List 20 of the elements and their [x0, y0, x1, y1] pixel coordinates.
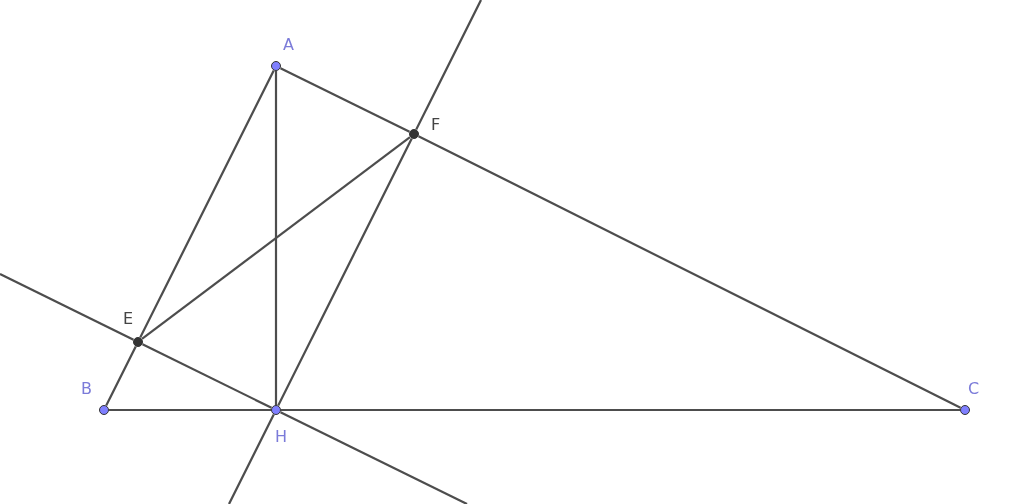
point-label: E — [123, 311, 134, 327]
line-segment — [417, 135, 962, 409]
point-label: B — [81, 381, 92, 397]
line-segment — [277, 137, 413, 407]
line-segment — [274, 71, 278, 405]
line-segment — [139, 69, 275, 339]
line-segment — [141, 136, 411, 340]
line-segment — [281, 408, 960, 412]
line-segment — [142, 343, 272, 409]
line-segment — [109, 408, 271, 412]
line-segment — [0, 273, 134, 341]
point-label: F — [431, 117, 441, 133]
line-segment — [280, 411, 468, 504]
line-segment — [415, 0, 482, 131]
line-segment — [280, 67, 410, 133]
point-label: H — [275, 429, 288, 445]
line-segment — [105, 345, 137, 407]
line-segment — [228, 414, 275, 504]
point-label: A — [283, 37, 294, 53]
point-label: C — [968, 381, 980, 397]
